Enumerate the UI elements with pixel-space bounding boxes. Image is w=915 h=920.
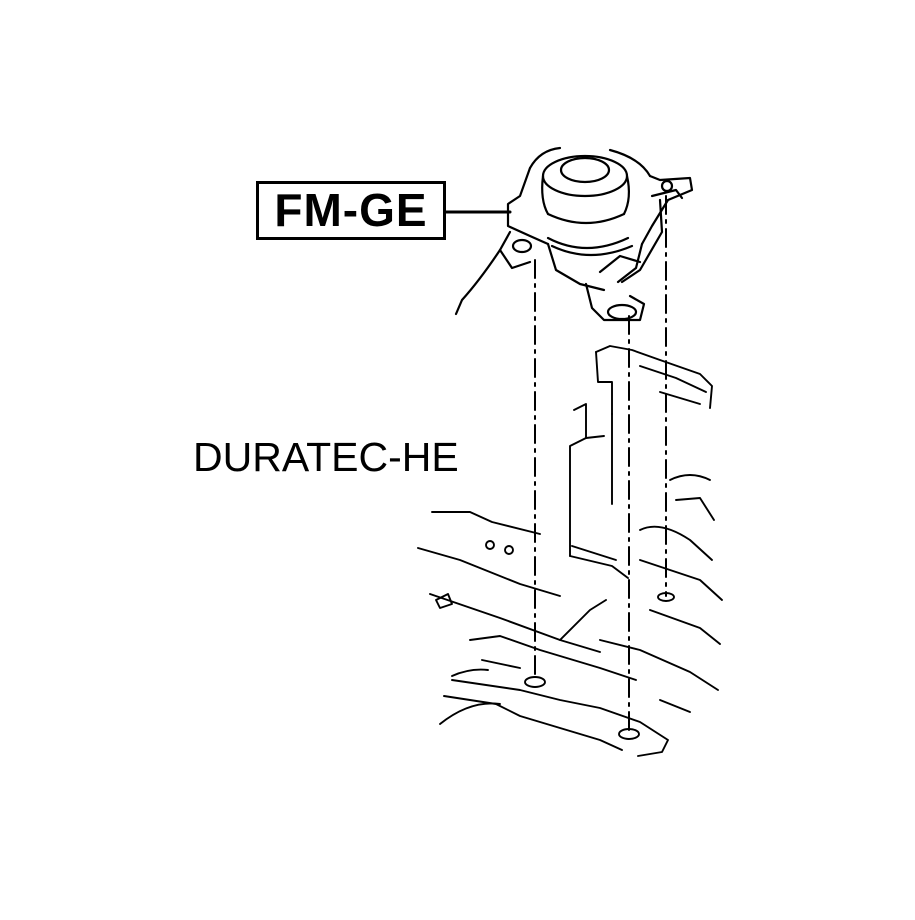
part-number-label: FM-GE <box>256 181 446 240</box>
engine-mount-drawing <box>454 146 694 322</box>
bolt-axis-lines <box>534 195 667 733</box>
engine-type-label: DURATEC-HE <box>193 434 459 480</box>
subframe-drawing <box>417 345 723 757</box>
